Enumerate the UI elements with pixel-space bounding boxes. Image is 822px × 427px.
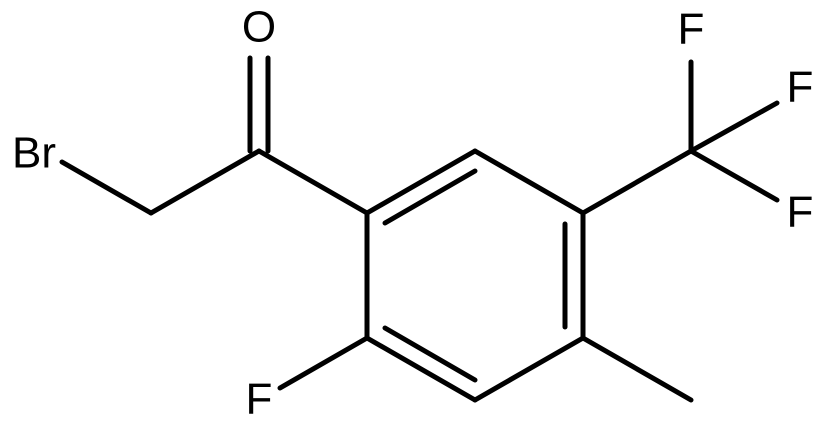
atom-fluorine-ring-label: F (246, 375, 273, 424)
bond-ring-c2-c3 (472, 148, 586, 216)
bond-ring-to-cf3 (580, 148, 694, 216)
bond-cf3-f2 (688, 100, 780, 154)
atom-oxygen-label: O (242, 3, 276, 52)
atom-cf3-fluorine-top-label: F (678, 5, 705, 54)
bond-carbonyl-to-ch2 (148, 148, 262, 216)
bond-ring-inner-c5-c6 (382, 325, 478, 383)
bond-ring-c1-c2 (364, 148, 478, 216)
atom-cf3-fluorine-right-lower-label: F (787, 188, 814, 237)
bond-ring-inner-c1-c2 (382, 168, 478, 226)
bond-ch2-to-br (59, 159, 154, 216)
bond-cf3-f3 (688, 148, 780, 203)
atom-cf3-fluorine-right-upper-label: F (787, 63, 814, 112)
atom-bromine-label: Br (12, 129, 56, 178)
bond-ring-to-carbonyl (256, 148, 370, 216)
bond-ring-to-fluorine (277, 335, 370, 391)
bond-ring-to-methyl (580, 335, 694, 403)
bond-ring-c4-c5 (472, 335, 586, 403)
bond-ring-c5-c6 (364, 335, 478, 403)
